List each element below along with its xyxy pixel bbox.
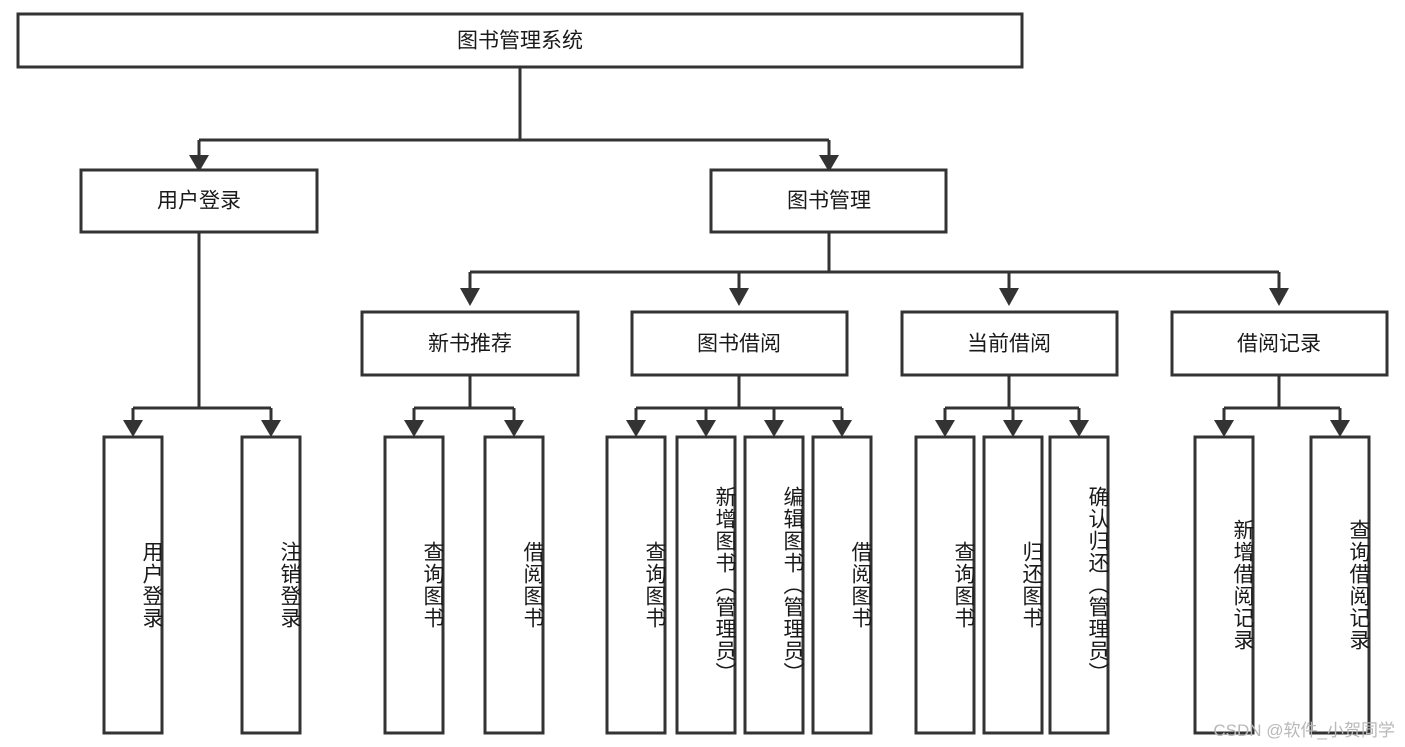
arrowhead-borrow-record — [1269, 288, 1289, 306]
arrowhead-br-leaf-0 — [1214, 420, 1234, 437]
arrowhead-bb-leaf-2 — [764, 420, 784, 437]
connector-group-current-borrow — [935, 375, 1089, 437]
arrowhead-user-login — [189, 155, 209, 172]
node-leaf-book-borrow-3[interactable] — [811, 435, 873, 735]
node-leaf-book-borrow-0[interactable] — [605, 435, 667, 735]
arrowhead-nb-leaf-0 — [404, 420, 424, 437]
node-leaf-current-borrow-2[interactable] — [1048, 435, 1110, 735]
arrowhead-ul-leaf-1 — [261, 420, 281, 437]
label-book-management: 图书管理 — [787, 190, 871, 213]
arrowhead-ul-leaf-0 — [123, 420, 143, 437]
node-current-borrow[interactable] — [900, 310, 1119, 377]
arrowhead-bb-leaf-3 — [832, 420, 852, 437]
node-leaf-current-borrow-0[interactable] — [914, 435, 976, 735]
connector-group-root — [189, 67, 839, 172]
arrowhead-cb-leaf-0 — [935, 420, 955, 437]
node-leaf-new-book-1[interactable] — [483, 435, 545, 735]
node-leaf-borrow-record-1[interactable] — [1309, 435, 1371, 735]
node-borrow-record[interactable] — [1170, 310, 1389, 377]
node-book-management[interactable] — [709, 168, 948, 234]
connector-group-new-book — [404, 375, 524, 437]
label-current-borrow: 当前借阅 — [967, 333, 1051, 356]
label-user-login: 用户登录 — [157, 190, 241, 213]
node-book-borrow[interactable] — [630, 310, 849, 377]
connector-group-borrow-record — [1214, 375, 1350, 437]
node-leaf-current-borrow-1[interactable] — [982, 435, 1044, 735]
arrowhead-new-book — [460, 288, 480, 306]
node-new-book-recommend[interactable] — [360, 310, 580, 377]
connector-group-user-login — [123, 232, 281, 437]
arrowhead-book-borrow — [729, 288, 749, 306]
label-borrow-record: 借阅记录 — [1237, 333, 1321, 356]
arrowhead-cb-leaf-2 — [1069, 420, 1089, 437]
node-leaf-new-book-0[interactable] — [383, 435, 445, 735]
connector-group-book-manage — [460, 232, 1289, 306]
connector-group-book-borrow — [626, 375, 852, 437]
node-root-book-management-system[interactable] — [16, 12, 1024, 69]
node-leaf-user-login-0[interactable] — [102, 435, 164, 735]
node-leaf-book-borrow-2[interactable] — [743, 435, 805, 735]
arrowhead-br-leaf-1 — [1330, 420, 1350, 437]
arrowhead-bb-leaf-0 — [626, 420, 646, 437]
arrowhead-nb-leaf-1 — [504, 420, 524, 437]
arrowhead-cb-leaf-1 — [1003, 420, 1023, 437]
node-leaf-book-borrow-1[interactable] — [675, 435, 737, 735]
arrowhead-current-borrow — [999, 288, 1019, 306]
label-book-borrow: 图书借阅 — [697, 333, 781, 356]
arrowhead-book-manage — [819, 155, 839, 172]
node-user-login[interactable] — [79, 168, 319, 234]
node-leaf-user-login-1[interactable] — [240, 435, 302, 735]
csdn-watermark: CSDN @软件_小贺同学 — [1213, 721, 1395, 740]
arrowhead-bb-leaf-1 — [696, 420, 716, 437]
label-new-book-recommend: 新书推荐 — [428, 333, 512, 356]
label-root: 图书管理系统 — [457, 30, 583, 53]
node-leaf-borrow-record-0[interactable] — [1193, 435, 1255, 735]
